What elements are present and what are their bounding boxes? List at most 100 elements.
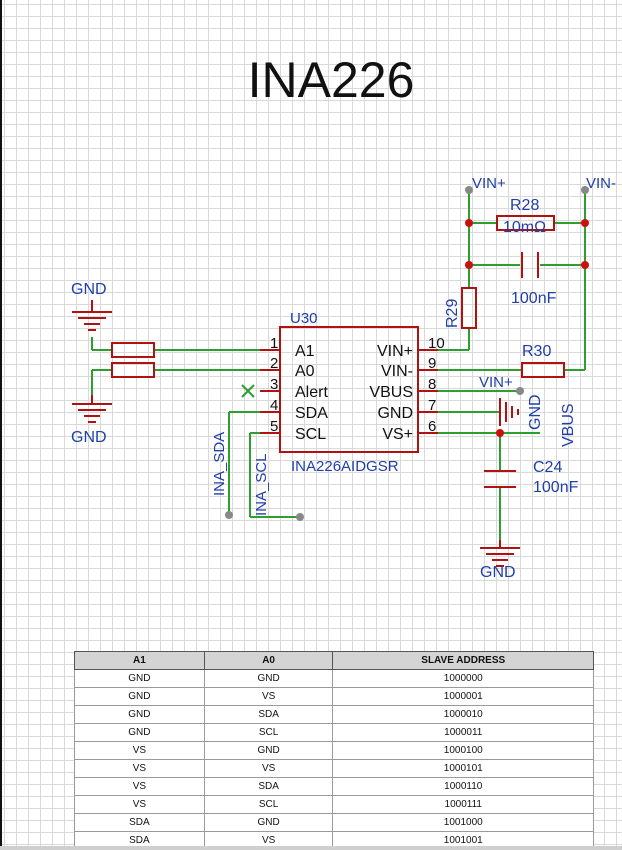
ic-left-pin-names: A1 A0 Alert SDA SCL [295,343,328,443]
ic-right-pin-numbers: 10 9 8 7 6 [428,335,445,435]
net-label-vin-plus-mid: VIN+ [479,374,513,391]
no-connect-marker [241,384,255,398]
cell-a1: GND [74,705,205,724]
pin-name-vin-plus: VIN+ [377,343,413,360]
horizontal-scrollbar[interactable] [0,846,622,850]
cell-address: 1000011 [332,723,594,742]
gnd-symbol-rotated [499,398,519,426]
net-label-ina-scl: INA_SCL [253,453,270,516]
net-label-gnd-rotated: GND [527,394,544,430]
cell-address: 1000100 [332,741,594,760]
header-slave-address: SLAVE ADDRESS [332,651,594,670]
pin-name-scl: SCL [295,426,326,443]
ic-ref: U30 [290,310,318,327]
schematic-sheet: INA226 [71,52,616,581]
pin-number-10: 10 [428,335,445,352]
resistor-r-a0 [111,362,155,378]
pin-name-sda: SDA [295,405,328,422]
r28-ref: R28 [510,197,539,214]
net-label-vin-plus-top: VIN+ [472,175,506,192]
pin-name-a1: A1 [295,343,315,360]
cell-a0: SDA [203,705,334,724]
r28-value: 10mΩ [503,219,546,236]
c24-ref: C24 [533,459,562,476]
ic-right-pin-names: VIN+ VIN- VBUS GND VS+ [369,343,413,443]
net-label-vbus: VBUS [560,403,577,447]
cell-address: 1000110 [332,777,594,796]
pin-number-6: 6 [428,418,436,435]
cell-a0: GND [203,669,334,688]
cell-address: 1000000 [332,669,594,688]
gnd-symbol-cap [480,540,520,567]
cell-a0: GND [203,813,334,832]
cell-a1: VS [74,795,205,814]
pin-name-vbus: VBUS [369,384,413,401]
resistor-r28 [496,215,555,231]
net-label-vin-minus-top: VIN- [586,175,616,192]
ic-part-number: INA226AIDGSR [291,458,399,475]
cell-a1: VS [74,759,205,778]
cell-a1: GND [74,687,205,706]
capacitor-shunt [521,252,539,278]
cell-a0: SCL [203,795,334,814]
c24-value: 100nF [533,479,579,496]
shunt-cap-value: 100nF [511,290,557,307]
pin-number-4: 4 [270,397,278,414]
header-a1: A1 [74,651,205,670]
cell-a0: SCL [203,723,334,742]
cell-address: 1000001 [332,687,594,706]
cell-a1: GND [74,723,205,742]
resistor-r-a1 [111,342,155,358]
pin-name-gnd: GND [377,405,413,422]
cell-a0: SDA [203,777,334,796]
r29-ref: R29 [444,299,461,328]
resistor-r30 [521,362,565,378]
pin-name-vin-minus: VIN- [381,363,413,380]
ic-body [279,326,419,453]
net-label-gnd-bottom: GND [71,429,107,446]
pin-number-2: 2 [270,355,278,372]
pin-number-8: 8 [428,376,436,393]
pin-name-alert: Alert [295,384,328,401]
sheet-frame-border [0,0,2,850]
ic-left-pin-numbers: 1 2 3 4 5 [270,335,278,435]
net-label-gnd-cap: GND [480,564,516,581]
cell-a1: VS [74,741,205,760]
cell-a1: VS [74,777,205,796]
pin-number-9: 9 [428,355,436,372]
header-a0: A0 [203,651,334,670]
cell-address: 1000010 [332,705,594,724]
pin-number-1: 1 [270,335,278,352]
capacitor-c24 [484,470,516,488]
sheet-title: INA226 [248,52,415,108]
table-header-row: A1 A0 SLAVE ADDRESS [74,651,594,670]
cell-address: 1000101 [332,759,594,778]
resistor-r29 [461,287,477,329]
cell-address: 1000111 [332,795,594,814]
gnd-symbol-top [72,300,112,331]
pin-number-5: 5 [270,418,278,435]
net-label-ina-sda: INA_SDA [211,432,228,496]
gnd-symbol-bottom [72,395,112,423]
pin-name-a0: A0 [295,363,315,380]
cell-a0: GND [203,741,334,760]
cell-address: 1001000 [332,813,594,832]
r30-ref: R30 [522,343,551,360]
cell-a1: SDA [74,813,205,832]
net-label-gnd-top: GND [71,281,107,298]
ic-pin-lines [260,349,438,434]
pin-number-3: 3 [270,376,278,393]
pin-number-7: 7 [428,397,436,414]
pin-name-vs-plus: VS+ [382,426,413,443]
cell-a1: GND [74,669,205,688]
